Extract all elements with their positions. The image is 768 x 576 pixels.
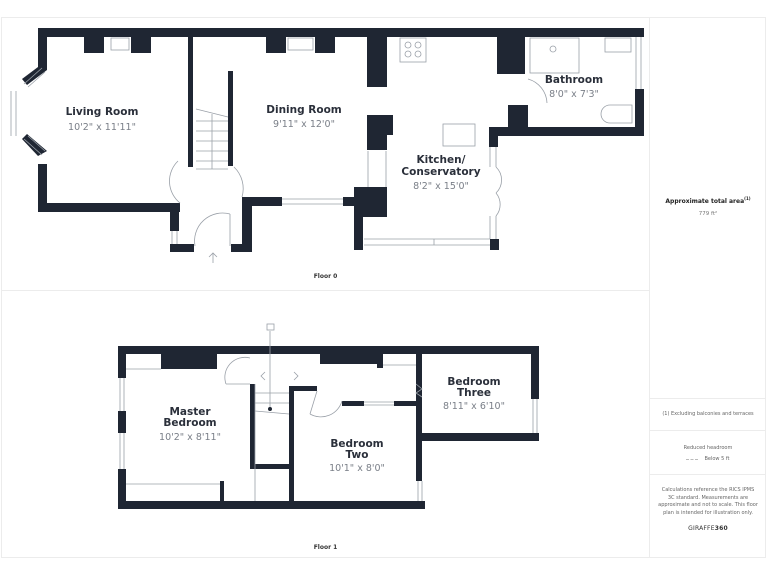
- master-bedroom-dims: 10'2" x 8'11": [159, 432, 221, 443]
- floor-0-drawing: Living Room 10'2" x 11'11" Dining Room 9…: [10, 28, 644, 263]
- footnote-marker: (1): [744, 196, 751, 201]
- bedroom-three-dims: 8'11" x 6'10": [443, 401, 505, 412]
- total-area-title: Approximate total area(1): [665, 196, 751, 205]
- floor-1-plan: Master Bedroom 10'2" x 8'11" Bedroom Two…: [2, 291, 649, 557]
- headroom-legend-section: Reduced headroom Below 5 ft: [650, 431, 766, 475]
- master-bedroom-label-line2: Bedroom: [163, 417, 216, 429]
- bathroom-label: Bathroom: [545, 74, 603, 86]
- kitchen-label-line2: Conservatory: [401, 166, 480, 178]
- bedroom-two-label-line2: Two: [346, 449, 369, 461]
- bedroom-three-label-line1: Bedroom: [447, 376, 500, 388]
- living-room-dims: 10'2" x 11'11": [68, 122, 136, 133]
- floor-0-plan: Living Room 10'2" x 11'11" Dining Room 9…: [2, 18, 649, 291]
- disclaimer-section: Calculations reference the RICS IPMS 3C …: [650, 475, 766, 559]
- total-area-value: 779 ft²: [698, 211, 718, 217]
- bedroom-two-dims: 10'1" x 8'0": [329, 463, 385, 474]
- total-area-section: Approximate total area(1) 779 ft²: [650, 178, 766, 399]
- bathroom-dims: 8'0" x 7'3": [549, 89, 599, 100]
- living-room-label: Living Room: [66, 106, 139, 118]
- floor-1-drawing: Master Bedroom 10'2" x 8'11" Bedroom Two…: [118, 323, 539, 509]
- bedroom-two-label-line1: Bedroom: [330, 438, 383, 450]
- info-panel: Approximate total area(1) 779 ft² (1) Ex…: [650, 18, 766, 557]
- master-bedroom-label-line1: Master: [169, 406, 211, 418]
- kitchen-label-line1: Kitchen/: [417, 154, 466, 166]
- headroom-legend: Below 5 ft: [650, 456, 766, 462]
- disclaimer-text: Calculations reference the RICS IPMS 3C …: [658, 487, 758, 516]
- floor-1-label: Floor 1: [313, 544, 338, 551]
- dining-room-label: Dining Room: [266, 104, 342, 116]
- bedroom-three-label-line2: Three: [457, 387, 491, 399]
- dashed-line-icon: [686, 458, 699, 460]
- exclusion-note: (1) Excluding balconies and terraces: [650, 398, 766, 431]
- floor-plans-area: Living Room 10'2" x 11'11" Dining Room 9…: [2, 18, 650, 557]
- headroom-legend-text: Below 5 ft: [704, 456, 730, 462]
- kitchen-dims: 8'2" x 15'0": [413, 181, 469, 192]
- dining-room-dims: 9'11" x 12'0": [273, 119, 335, 130]
- floor-plan-sheet: Living Room 10'2" x 11'11" Dining Room 9…: [1, 17, 766, 558]
- headroom-title: Reduced headroom: [683, 445, 733, 451]
- floor-0-label: Floor 0: [313, 273, 338, 280]
- brand-logo: GIRAFFE360: [688, 525, 728, 532]
